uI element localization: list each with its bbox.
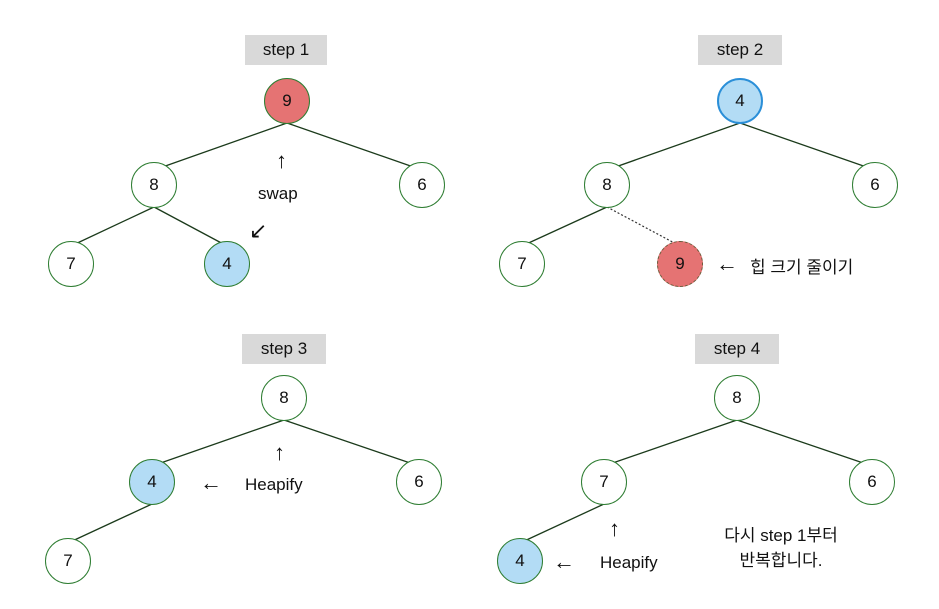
edge	[67, 503, 153, 544]
step-4-label: step 4	[695, 334, 779, 364]
heapify-label: Heapify	[600, 553, 658, 572]
step4-left-node: 7	[581, 459, 627, 505]
repeat-note-line-2: 반복합니다.	[739, 551, 823, 570]
step4-left-left-node: 4	[497, 538, 543, 584]
step-2-label: step 2	[698, 35, 782, 65]
step4-right-node: 6	[849, 459, 895, 505]
edge	[736, 419, 873, 467]
edge	[153, 122, 288, 171]
left-arrow-icon: ←	[716, 251, 738, 276]
edge	[153, 206, 228, 247]
step3-root-node: 8	[261, 375, 307, 421]
heapify-label: Heapify	[245, 475, 303, 494]
step1-left-node: 8	[131, 162, 177, 208]
left-arrow-icon: ←	[553, 549, 575, 574]
edge	[606, 122, 741, 171]
edge	[603, 419, 738, 467]
step3-left-left-node: 7	[45, 538, 91, 584]
up-arrow-icon: ↑	[276, 148, 287, 173]
step1-root-node: 9	[264, 78, 310, 124]
step-1-label: step 1	[245, 35, 327, 65]
edge	[521, 206, 608, 247]
step2-root-node: 4	[717, 78, 763, 124]
repeat-note-line-1: 다시 step 1부터	[724, 526, 838, 545]
down-left-arrow-icon: ↙	[249, 218, 268, 243]
step3-right-node: 6	[396, 459, 442, 505]
shrink-heap-note: 힙 크기 줄이기	[750, 258, 854, 277]
edge	[70, 206, 155, 247]
edge	[151, 419, 285, 467]
step2-removed-node: 9	[657, 241, 703, 287]
edge	[286, 122, 423, 171]
edge	[283, 419, 420, 467]
edge	[519, 503, 605, 544]
step2-left-node: 8	[584, 162, 630, 208]
step4-root-node: 8	[714, 375, 760, 421]
step3-left-node: 4	[129, 459, 175, 505]
step2-right-node: 6	[852, 162, 898, 208]
step-3-label: step 3	[242, 334, 326, 364]
up-arrow-icon: ↑	[274, 440, 285, 465]
step1-right-node: 6	[399, 162, 445, 208]
swap-label: swap	[258, 184, 298, 203]
removed-edge	[606, 206, 681, 247]
step2-left-left-node: 7	[499, 241, 545, 287]
step1-left-left-node: 7	[48, 241, 94, 287]
edge	[739, 122, 876, 171]
up-arrow-icon: ↑	[609, 516, 620, 541]
step1-left-right-node: 4	[204, 241, 250, 287]
left-arrow-icon: ←	[200, 470, 222, 495]
